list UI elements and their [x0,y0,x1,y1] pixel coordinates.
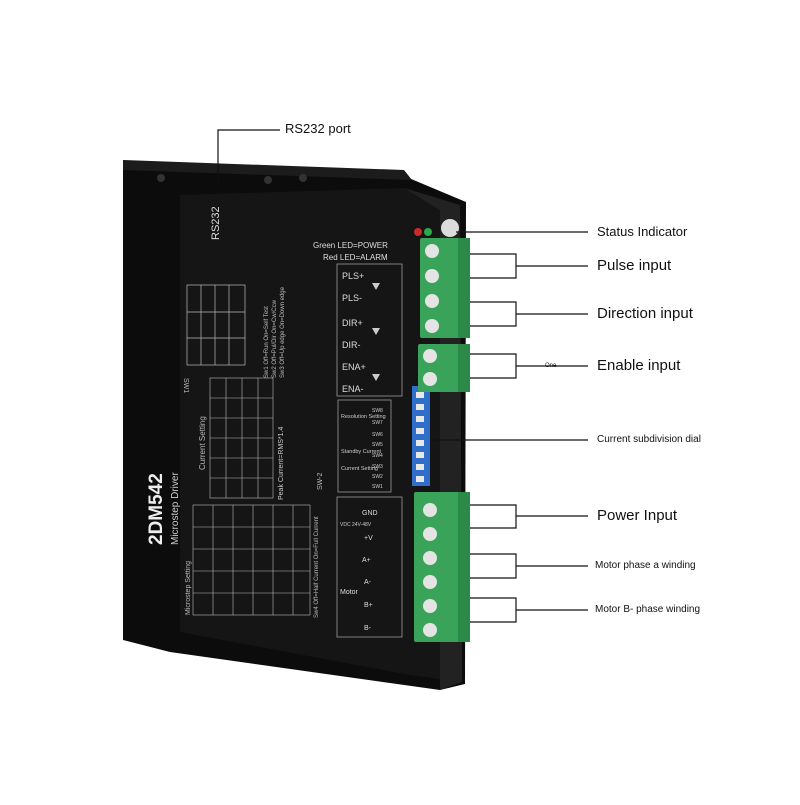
motor-print: Motor [340,589,359,596]
annotation-lines [217,129,588,623]
sw2-print: SW-2 [317,473,324,490]
sw-note-3: Sw3 Off=Up edge On=Down edge [280,286,286,378]
driver-body [180,188,462,682]
dip-label-sw4: SW4 [372,453,383,459]
microstep-table [192,504,311,616]
plus-v-print: +V [364,535,373,542]
subtitle-print: Microstep Driver [170,472,181,545]
peak-current-print: Peak Current=RMS*1.4 [278,427,285,500]
vdc-print: VDC 24V-48V [340,522,372,528]
sw-note-1: Sw1 Off=Run On=Self Test [264,306,270,378]
microstep-print: Microstep Setting [185,561,192,615]
dip-label-sw1: SW1 [372,484,383,490]
dip-label-sw6: SW6 [372,432,383,438]
a-minus-print: A- [364,579,372,586]
power-label-box [336,496,403,638]
model-print: 2DM542 [146,473,167,545]
dir-minus-print: DIR- [342,340,361,350]
led-green [424,228,432,236]
ena-plus-print: ENA+ [342,362,366,372]
dip-switch-levers [416,392,424,482]
power-input-label: Power Input [597,507,678,524]
current-table [209,377,274,499]
direction-input-label: Direction input [597,305,693,322]
pls-plus-print: PLS+ [342,271,364,281]
led-red [414,228,422,236]
sw1-print: SW1 [182,378,189,393]
dip-label-sw2: SW2 [372,474,383,480]
status-indicator-label: Status Indicator [597,224,688,239]
rs232-port-label: RS232 port [285,121,351,136]
pls-minus-print: PLS- [342,293,362,303]
screw [264,176,272,184]
one-label: One [545,363,557,369]
power-motor-terminal-block[interactable] [414,492,470,642]
led-red-print: Red LED=ALARM [323,253,388,262]
motor-phase-b-label: Motor B- phase winding [595,604,701,615]
dip-label-sw8: SW8 [372,408,383,414]
enable-input-label: Enable input [597,357,681,374]
gnd-print: GND [362,510,378,517]
rs232-port-knob [441,219,459,237]
ena-minus-print: ENA- [342,384,364,394]
current-setting-box-print: Current Setting [341,466,378,472]
dip-label-sw3: SW3 [372,464,383,470]
dip-label-box [337,399,392,493]
pulse-input-label: Pulse input [597,257,672,274]
sw-note-2: Sw2 Off=Pul/Dir On=Cw/Ccw [272,299,278,378]
dip-label-sw7: SW7 [372,420,383,426]
rs232-print: RS232 [210,206,222,240]
heatsink-top-edge [123,160,412,180]
current-subdivision-dial-label: Current subdivision dial [597,434,701,445]
dip-switch[interactable] [412,386,430,486]
signal-terminal-block[interactable] [420,238,470,338]
sw1-table [186,284,246,366]
sw8-note-print: Sw4 Off=Half Current On=Full Current [314,516,320,618]
b-plus-print: B+ [364,602,373,609]
screw [299,174,307,182]
screw [157,174,165,182]
b-minus-print: B- [364,625,372,632]
dip-label-sw5: SW5 [372,442,383,448]
current-setting-print: Current Setting [198,416,207,470]
motor-phase-a-label: Motor phase a winding [595,560,696,571]
enable-terminal-block[interactable] [418,344,470,392]
optocoupler-symbols [372,283,380,381]
a-plus-print: A+ [362,557,371,564]
signal-label-box [336,263,403,397]
dir-plus-print: DIR+ [342,318,363,328]
standby-current-print: Standby Current [341,449,382,455]
led-green-print: Green LED=POWER [313,241,388,250]
resolution-setting-print: Resolution Setting [341,414,386,420]
